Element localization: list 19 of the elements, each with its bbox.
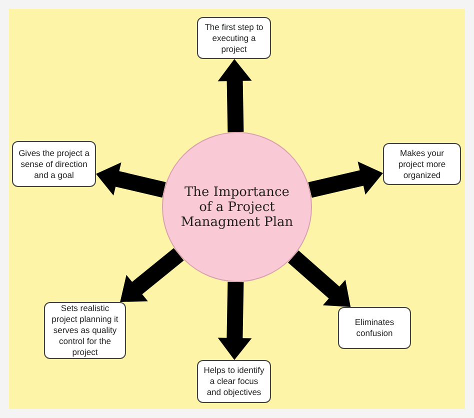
text-box [12, 141, 96, 187]
text-box [197, 360, 271, 403]
box-text: Eliminates confusion [354, 317, 396, 339]
block-arrow [218, 282, 252, 360]
box-text: Sets realistic project planning it serves as quality control for the project [50, 303, 120, 358]
text-box [44, 302, 126, 359]
block-arrow [308, 162, 383, 198]
text-box [197, 17, 271, 59]
block-arrow [288, 250, 351, 307]
text-box [383, 143, 461, 185]
box-text: Makes your project more organized [397, 148, 447, 180]
block-arrow [120, 248, 184, 302]
text-box [338, 307, 411, 349]
box-text: Gives the project a sense of direction and a goal [18, 148, 90, 180]
box-text: Helps to identify a clear focus and objectives [202, 365, 266, 398]
block-arrow [218, 59, 252, 132]
title-text: The Importance of a Project Managment Plan [180, 184, 294, 230]
block-arrow [96, 162, 166, 198]
box-text: The first step to executing a project [204, 22, 264, 54]
